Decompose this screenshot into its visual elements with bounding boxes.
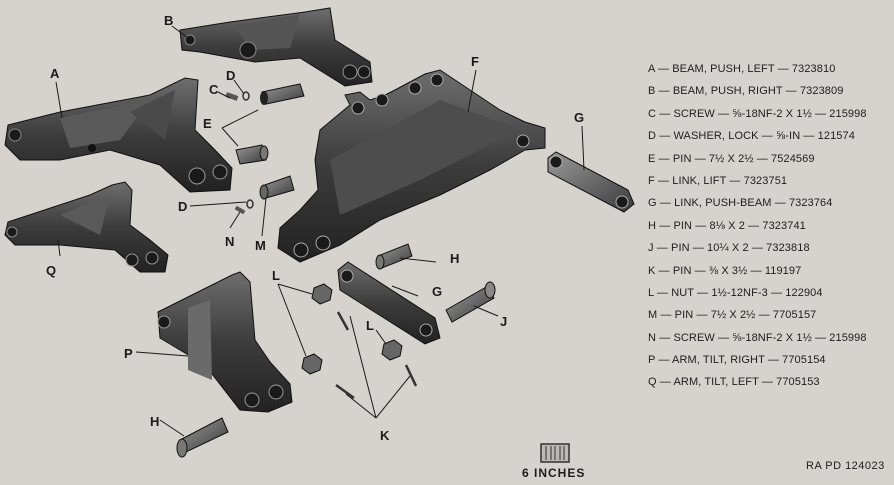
- legend-item-b: B — BEAM, PUSH, RIGHT — 7323809: [648, 85, 844, 98]
- part-h-pin-upper: [375, 243, 413, 270]
- callout-k: K: [380, 428, 390, 443]
- part-g-push-beam-link-lower: [337, 261, 441, 345]
- callout-c: C: [209, 82, 219, 97]
- scale-label: 6 INCHES: [522, 466, 586, 480]
- part-p-tilt-arm-right: [157, 271, 293, 413]
- legend-item-g: G — LINK, PUSH-BEAM — 7323764: [648, 197, 833, 210]
- part-h-pin-lower: [176, 417, 229, 458]
- reference-number: RA PD 124023: [806, 460, 885, 472]
- part-q-tilt-arm-left: [4, 181, 169, 273]
- callout-q: Q: [46, 263, 57, 278]
- callout-g-lower: G: [432, 284, 443, 299]
- legend-item-m: M — PIN — 7½ X 2½ — 7705157: [648, 309, 817, 322]
- callout-n: N: [225, 234, 235, 249]
- part-c-screw: [225, 92, 239, 101]
- legend-item-q: Q — ARM, TILT, LEFT — 7705153: [648, 376, 820, 389]
- legend-item-f: F — LINK, LIFT — 7323751: [648, 174, 788, 187]
- legend-item-e: E — PIN — 7½ X 2½ — 7524569: [648, 152, 815, 165]
- legend-item-k: K — PIN — ⅜ X 3½ — 119197: [648, 264, 802, 277]
- callout-leader-lines: [55, 25, 585, 437]
- legend-item-h: H — PIN — 8⅛ X 2 — 7323741: [648, 219, 806, 232]
- callout-m: M: [255, 238, 266, 253]
- callout-d: D: [226, 68, 236, 83]
- callout-b: B: [164, 13, 174, 28]
- part-k-pins: [335, 311, 418, 400]
- part-l-nut-upper: [311, 283, 333, 305]
- callout-l: L: [272, 268, 280, 283]
- callout-j: J: [500, 314, 508, 329]
- callout-h: H: [450, 251, 460, 266]
- part-j-pin: [445, 281, 496, 323]
- callout-g: G: [574, 110, 585, 125]
- callout-e: E: [203, 116, 212, 131]
- part-l-nut-lower: [381, 339, 403, 361]
- part-f-lift-link: [277, 69, 546, 263]
- callout-a: A: [50, 66, 60, 81]
- legend-item-c: C — SCREW — ⅝-18NF-2 X 1½ — 215998: [648, 107, 867, 120]
- legend-item-j: J — PIN — 10¼ X 2 — 7323818: [648, 242, 810, 255]
- legend-item-l: L — NUT — 1½-12NF-3 — 122904: [648, 286, 823, 299]
- part-n-screw: [234, 199, 254, 215]
- scale-bar: [540, 443, 570, 463]
- callout-d-lower: D: [178, 199, 188, 214]
- parts-legend: A — BEAM, PUSH, LEFT — 7323810 B — BEAM,…: [648, 58, 890, 394]
- part-a-push-beam-left: [4, 77, 233, 193]
- legend-item-p: P — ARM, TILT, RIGHT — 7705154: [648, 354, 826, 367]
- part-d-lock-washer: [242, 91, 250, 101]
- legend-item-n: N — SCREW — ⅝-18NF-2 X 1½ — 215998: [648, 331, 867, 344]
- part-m-pin: [259, 175, 295, 200]
- callout-h-lower: H: [150, 414, 160, 429]
- callout-p: P: [124, 346, 133, 361]
- legend-item-d: D — WASHER, LOCK — ⅝-IN — 121574: [648, 130, 855, 143]
- part-e-pin: [235, 83, 305, 165]
- legend-item-a: A — BEAM, PUSH, LEFT — 7323810: [648, 63, 836, 75]
- callout-f: F: [471, 54, 479, 69]
- part-g-push-beam-link: [547, 151, 635, 213]
- part-l-nut-middle: [301, 353, 323, 375]
- callout-l-lower: L: [366, 318, 374, 333]
- part-b-push-beam-right: [179, 7, 373, 87]
